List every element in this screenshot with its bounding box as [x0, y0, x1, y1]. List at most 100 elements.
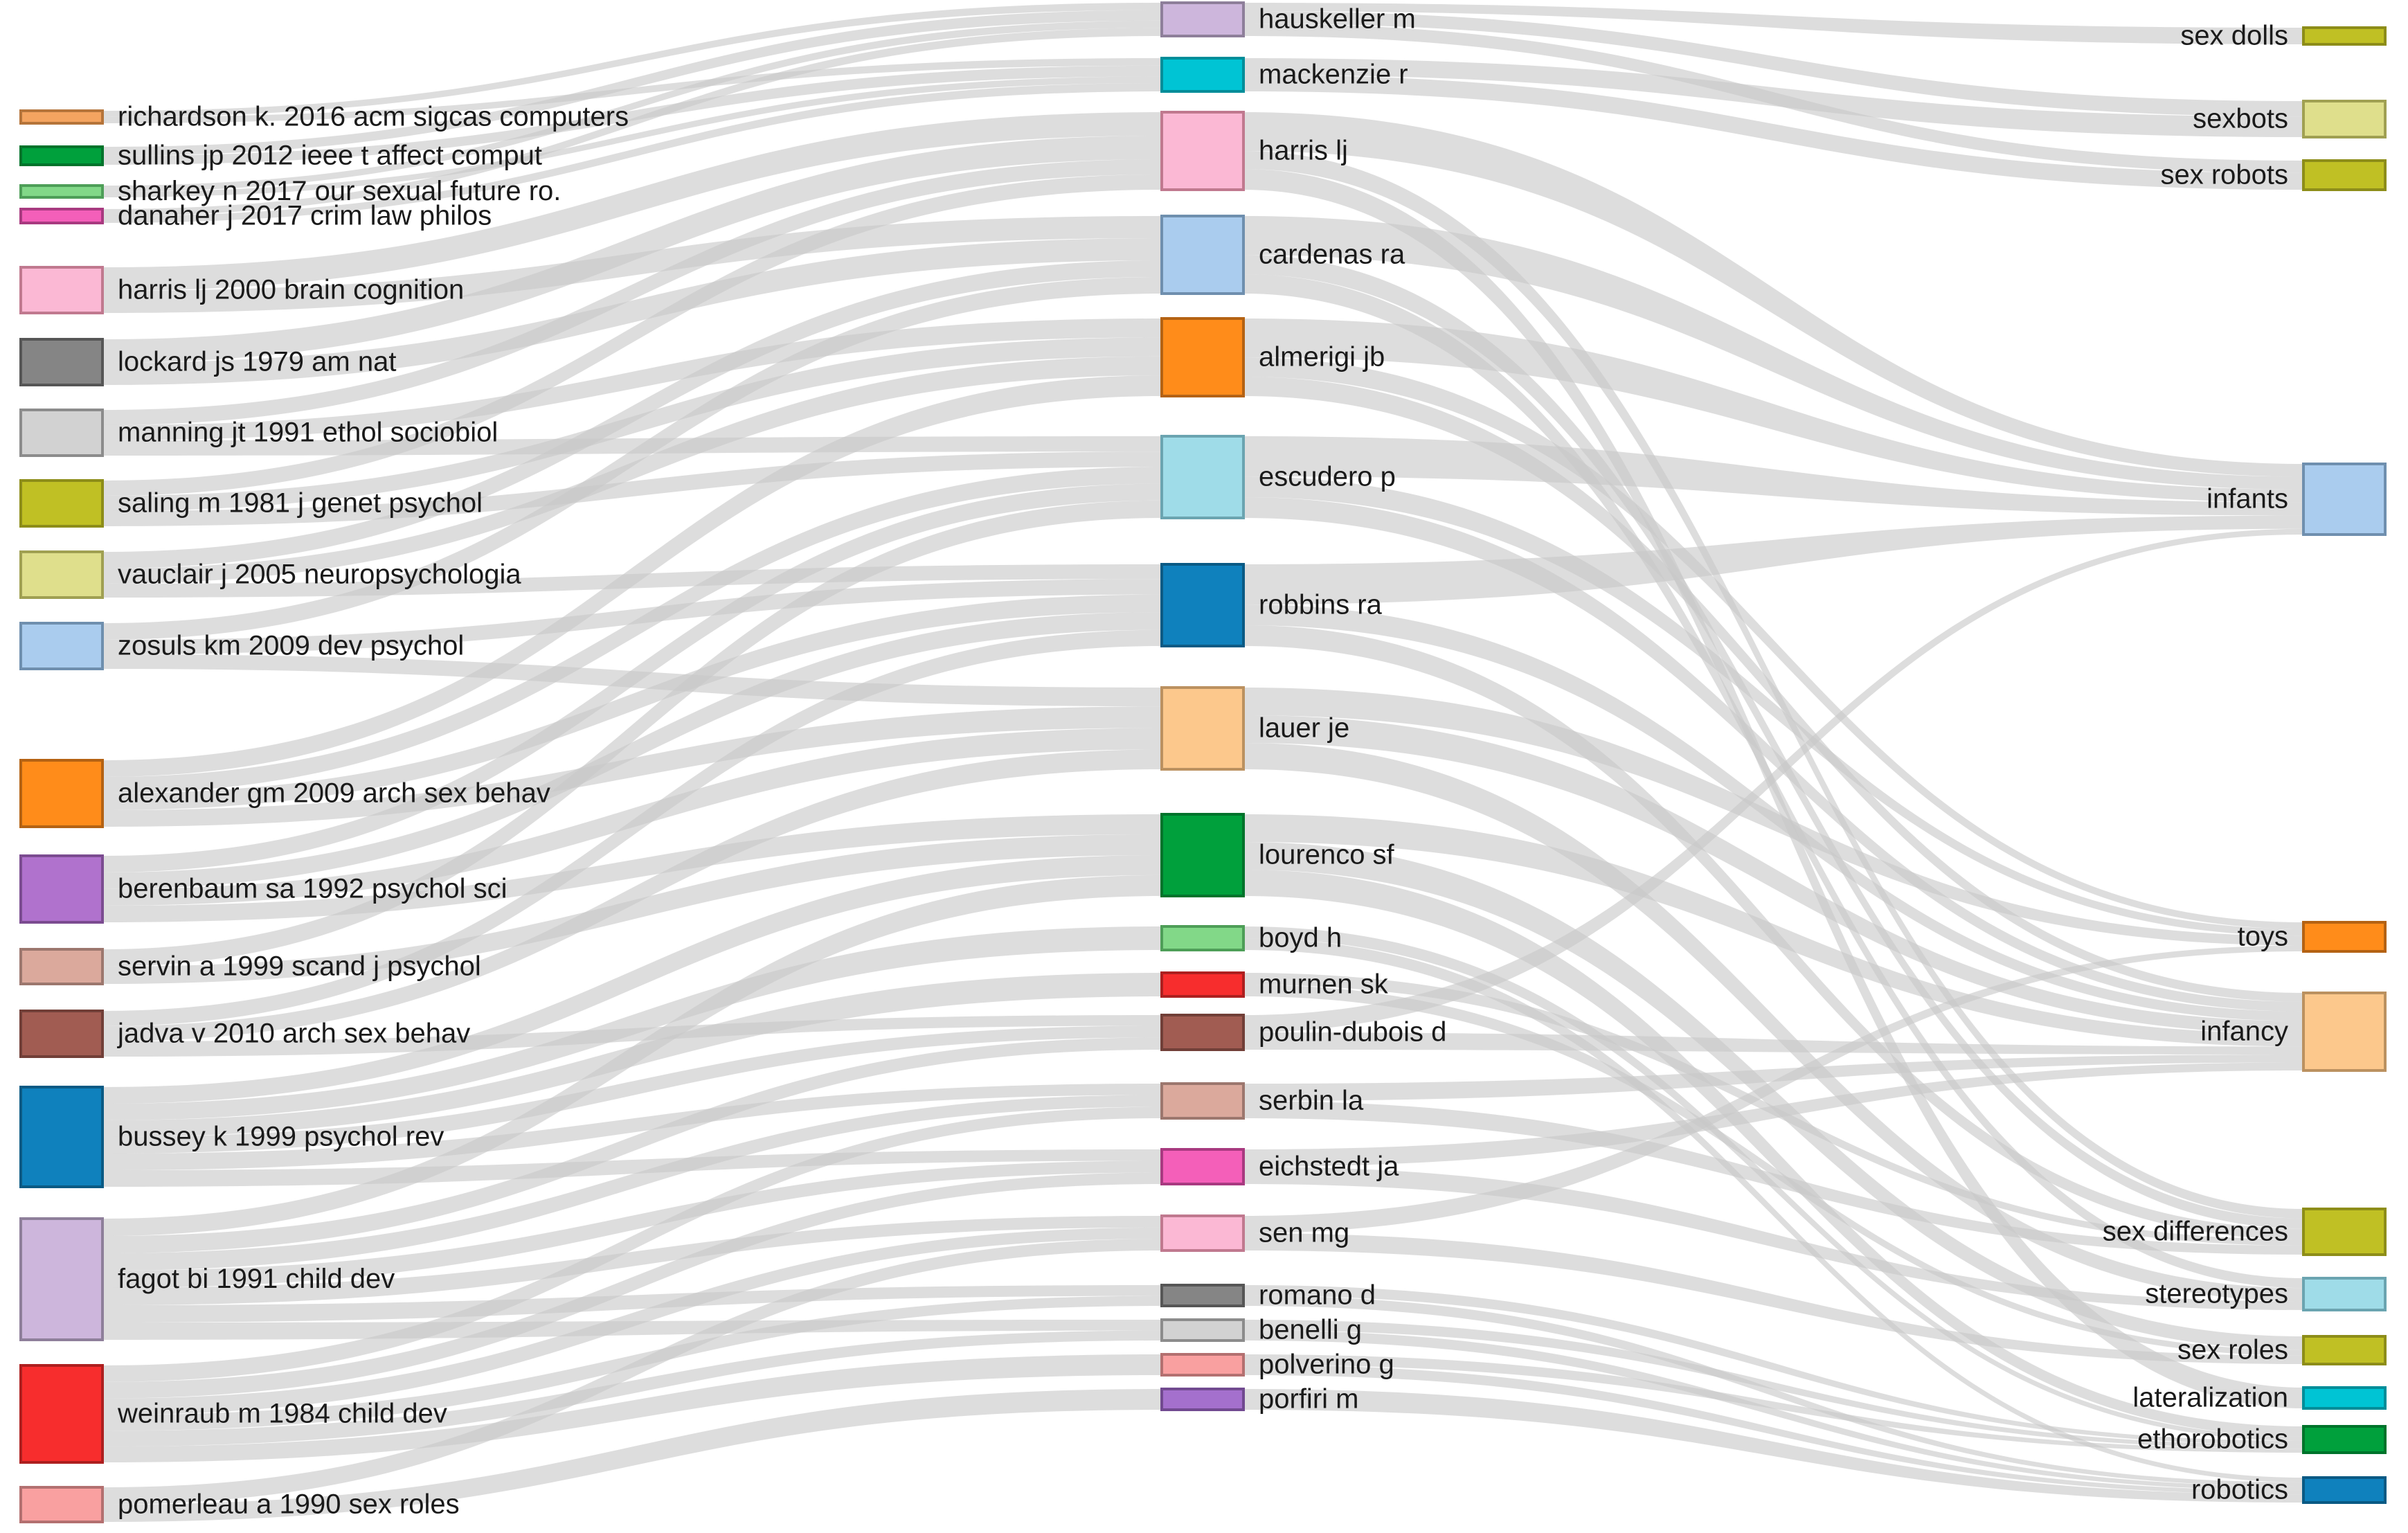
node-swatch-stereotypes[interactable] — [2302, 1277, 2387, 1311]
sankey-link[interactable] — [1243, 497, 2303, 1012]
node-swatch-cardenas[interactable] — [1160, 215, 1245, 295]
sankey-link[interactable] — [102, 1320, 1162, 1340]
sankey-node[interactable]: vauclair j 2005 neuropsychologia — [19, 550, 521, 599]
node-swatch-sexrobots[interactable] — [2302, 159, 2387, 191]
sankey-link[interactable] — [102, 159, 1162, 425]
sankey-link[interactable] — [1243, 255, 2303, 1229]
sankey-node[interactable]: alexander gm 2009 arch sex behav — [19, 759, 550, 828]
sankey-link[interactable] — [102, 1227, 1162, 1415]
sankey-link[interactable] — [102, 1084, 1162, 1170]
sankey-node[interactable]: toys — [2238, 921, 2387, 953]
sankey-link[interactable] — [102, 216, 1162, 313]
node-swatch-sexroles[interactable] — [2302, 1335, 2387, 1365]
node-swatch-richardson[interactable] — [19, 109, 104, 125]
sankey-link[interactable] — [1243, 357, 2303, 929]
node-swatch-berenbaum[interactable] — [19, 854, 104, 924]
sankey-link[interactable] — [102, 875, 1162, 1236]
sankey-node[interactable]: sex differences — [2103, 1208, 2387, 1256]
sankey-link[interactable] — [102, 451, 1162, 526]
sankey-link[interactable] — [1243, 528, 2303, 1032]
node-swatch-lateralization[interactable] — [2302, 1386, 2387, 1410]
node-swatch-serbin[interactable] — [1160, 1082, 1245, 1120]
sankey-link[interactable] — [1243, 476, 2303, 936]
sankey-link[interactable] — [102, 500, 1162, 967]
node-swatch-sexdifferences[interactable] — [2302, 1208, 2387, 1256]
sankey-node[interactable]: porfiri m — [1160, 1384, 1358, 1415]
sankey-node[interactable]: stereotypes — [2145, 1277, 2387, 1311]
sankey-link[interactable] — [1243, 1365, 2303, 1495]
sankey-link[interactable] — [1243, 1320, 2303, 1449]
sankey-node[interactable]: harris lj 2000 brain cognition — [19, 266, 464, 314]
node-swatch-robotics[interactable] — [2302, 1476, 2387, 1504]
sankey-link[interactable] — [102, 356, 1162, 584]
sankey-link[interactable] — [1243, 1054, 2303, 1101]
sankey-node[interactable]: mackenzie r — [1160, 57, 1408, 93]
sankey-link[interactable] — [1243, 688, 2303, 946]
sankey-link[interactable] — [1243, 377, 2303, 1002]
node-swatch-lauer[interactable] — [1160, 686, 1245, 771]
sankey-link[interactable] — [102, 1025, 1162, 1154]
sankey-node[interactable]: escudero p — [1160, 435, 1396, 519]
sankey-link[interactable] — [102, 3, 1162, 117]
sankey-node[interactable]: bussey k 1999 psychol rev — [19, 1086, 444, 1188]
sankey-link[interactable] — [102, 375, 1162, 777]
sankey-node[interactable]: lockard js 1979 am nat — [19, 338, 396, 386]
sankey-node[interactable]: poulin-dubois d — [1160, 1014, 1446, 1051]
sankey-link[interactable] — [102, 834, 1162, 984]
sankey-link[interactable] — [102, 629, 1162, 1026]
sankey-link[interactable] — [1243, 985, 2303, 1356]
sankey-node[interactable]: murnen sk — [1160, 969, 1389, 1000]
sankey-link[interactable] — [1243, 1285, 2303, 1445]
node-swatch-polverino[interactable] — [1160, 1353, 1245, 1377]
sankey-link[interactable] — [102, 65, 1162, 165]
sankey-node[interactable]: danaher j 2017 crim law philos — [19, 201, 492, 231]
sankey-node[interactable]: robbins ra — [1160, 563, 1383, 647]
sankey-link[interactable] — [1243, 3, 2303, 44]
node-swatch-benelli[interactable] — [1160, 1318, 1245, 1342]
sankey-link[interactable] — [102, 594, 1162, 810]
sankey-link[interactable] — [102, 814, 1162, 922]
sankey-link[interactable] — [102, 136, 1162, 363]
sankey-link[interactable] — [1243, 945, 2303, 1233]
sankey-node[interactable]: boyd h — [1160, 923, 1342, 953]
sankey-link[interactable] — [102, 238, 1162, 385]
sankey-node[interactable]: romano d — [1160, 1280, 1376, 1311]
node-swatch-robbins[interactable] — [1160, 563, 1245, 647]
node-swatch-danaher[interactable] — [19, 208, 104, 224]
sankey-link[interactable] — [1243, 1062, 2303, 1167]
sankey-link[interactable] — [102, 260, 1162, 568]
sankey-link[interactable] — [1243, 1101, 2303, 1255]
sankey-link[interactable] — [1243, 319, 2303, 503]
node-swatch-saling[interactable] — [19, 479, 104, 528]
sankey-link[interactable] — [1243, 938, 2303, 1482]
sankey-node[interactable]: saling m 1981 j genet psychol — [19, 479, 483, 528]
node-swatch-jadva[interactable] — [19, 1010, 104, 1058]
sankey-node[interactable]: fagot bi 1991 child dev — [19, 1217, 395, 1341]
sankey-link[interactable] — [102, 579, 1162, 654]
sankey-node[interactable]: servin a 1999 scand j psychol — [19, 948, 481, 985]
node-swatch-harrislj[interactable] — [1160, 111, 1245, 191]
node-swatch-harris2000[interactable] — [19, 266, 104, 314]
node-swatch-zosuls[interactable] — [19, 622, 104, 670]
node-swatch-escudero[interactable] — [1160, 435, 1245, 519]
node-swatch-murnen[interactable] — [1160, 971, 1245, 998]
sankey-link[interactable] — [1243, 1389, 2303, 1503]
sankey-link[interactable] — [102, 1239, 1162, 1505]
sankey-node[interactable]: lateralization — [2132, 1383, 2387, 1413]
sankey-node[interactable]: harris lj — [1160, 111, 1348, 191]
node-swatch-ethorobotics[interactable] — [2302, 1425, 2387, 1454]
sankey-node[interactable]: jadva v 2010 arch sex behav — [19, 1010, 470, 1058]
sankey-node[interactable]: polverino g — [1160, 1350, 1394, 1380]
sankey-link[interactable] — [1243, 1032, 2303, 1055]
sankey-link[interactable] — [102, 83, 1162, 223]
sankey-node[interactable]: lauer je — [1160, 686, 1349, 771]
sankey-node[interactable]: infants — [2207, 463, 2387, 536]
sankey-link[interactable] — [102, 1015, 1162, 1057]
sankey-link[interactable] — [1243, 75, 2303, 190]
sankey-node[interactable]: pomerleau a 1990 sex roles — [19, 1486, 460, 1523]
sankey-link[interactable] — [1243, 814, 2303, 1047]
sankey-node[interactable]: weinraub m 1984 child dev — [19, 1364, 447, 1464]
sankey-node[interactable]: lourenco sf — [1160, 813, 1395, 897]
node-swatch-sharkey[interactable] — [19, 184, 104, 199]
sankey-link[interactable] — [1243, 216, 2303, 490]
